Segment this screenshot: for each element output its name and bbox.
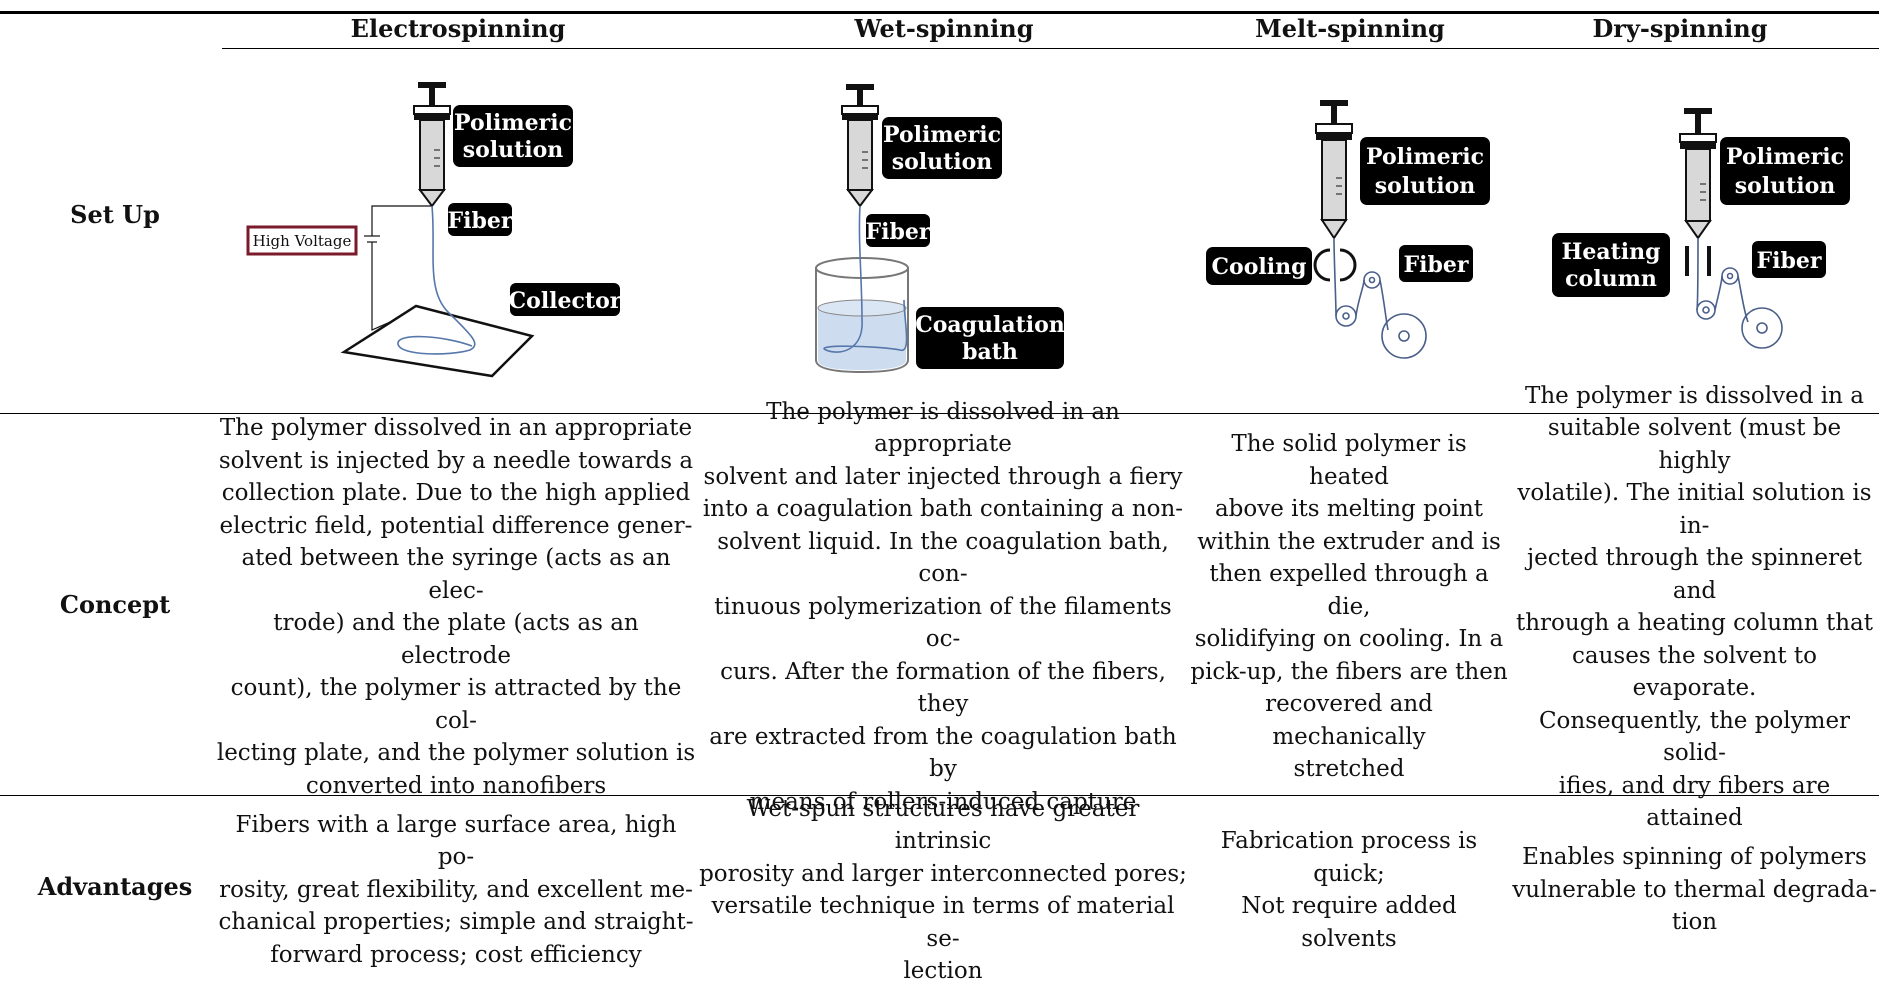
advantages-electrospinning: Fibers with a large surface area, high p… <box>218 811 694 968</box>
syringe-icon <box>1679 108 1717 240</box>
svg-text:Polimeric: Polimeric <box>1726 144 1844 170</box>
svg-text:Polimeric: Polimeric <box>454 110 572 136</box>
fiber-strand <box>823 205 908 353</box>
rollers-icon <box>1333 237 1427 359</box>
svg-text:solution: solution <box>1735 173 1836 199</box>
rule-after-setup <box>0 413 1879 414</box>
cooling-arrows-icon <box>1313 248 1357 282</box>
label-fiber <box>866 214 930 247</box>
label-heating-column <box>1552 233 1670 297</box>
svg-text:Fiber: Fiber <box>1404 252 1469 278</box>
rollers-icon <box>1696 237 1783 349</box>
svg-text:Heating: Heating <box>1562 239 1661 265</box>
wet-spinning-diagram: Polimeric solution Fiber Coagulation bat… <box>815 84 1065 374</box>
svg-text:Fiber: Fiber <box>866 219 931 245</box>
svg-text:solution: solution <box>1375 173 1476 199</box>
label-fiber <box>448 203 512 236</box>
col-head-electrospinning: Electrospinning <box>350 14 566 43</box>
label-polimeric-solution <box>1720 137 1850 205</box>
heating-column-icon <box>1685 246 1689 276</box>
label-cooling <box>1206 247 1312 285</box>
fiber-strand <box>397 205 476 355</box>
syringe-icon <box>413 82 451 208</box>
svg-text:Fiber: Fiber <box>1757 248 1822 274</box>
svg-text:Cooling: Cooling <box>1212 254 1307 280</box>
svg-text:Collector: Collector <box>509 288 622 314</box>
label-polimeric-solution <box>453 105 573 167</box>
setup-diagrams: Polimeric solution Fiber Collector High … <box>246 82 1850 378</box>
svg-text:Polimeric: Polimeric <box>883 122 1001 148</box>
label-polimeric-solution <box>1360 137 1490 205</box>
dry-spinning-diagram: Polimeric solution Heating column Fiber <box>1552 108 1850 349</box>
row-label-setup: Set Up <box>70 200 160 229</box>
label-collector <box>510 283 620 316</box>
melt-spinning-diagram: Polimeric solution Cooling Fiber <box>1206 100 1490 359</box>
advantages-wet-spinning: Wet-spun structures have greater intrins… <box>699 795 1187 985</box>
col-head-dry-spinning: Dry-spinning <box>1592 14 1768 43</box>
label-fiber <box>1399 245 1473 282</box>
svg-text:Coagulation: Coagulation <box>915 312 1065 338</box>
electrospinning-diagram: Polimeric solution Fiber Collector High … <box>246 82 622 378</box>
label-polimeric-solution <box>882 117 1002 179</box>
svg-text:solution: solution <box>463 137 564 163</box>
svg-text:Polimeric: Polimeric <box>1366 144 1484 170</box>
collector-plate <box>340 304 535 378</box>
col-head-melt-spinning: Melt-spinning <box>1255 14 1445 43</box>
row-label-advantages: Advantages <box>37 872 193 901</box>
svg-text:High Voltage: High Voltage <box>253 232 352 250</box>
svg-text:column: column <box>1565 266 1657 292</box>
label-coagulation-bath <box>916 307 1064 369</box>
label-high-voltage <box>246 225 358 256</box>
label-fiber <box>1752 241 1826 278</box>
svg-text:solution: solution <box>892 149 993 175</box>
table-top-rule <box>0 11 1879 14</box>
col-head-wet-spinning: Wet-spinning <box>854 14 1034 43</box>
syringe-icon <box>841 84 879 208</box>
header-underline <box>222 48 1879 49</box>
rule-after-concept <box>0 795 1879 796</box>
svg-text:bath: bath <box>962 339 1018 365</box>
advantages-melt-spinning: Fabrication process is quick;Not require… <box>1220 828 1478 952</box>
syringe-icon <box>1315 100 1353 240</box>
concept-wet-spinning: The polymer is dissolved in an appropria… <box>702 398 1184 815</box>
row-label-concept: Concept <box>59 590 171 619</box>
svg-text:Fiber: Fiber <box>448 208 513 234</box>
